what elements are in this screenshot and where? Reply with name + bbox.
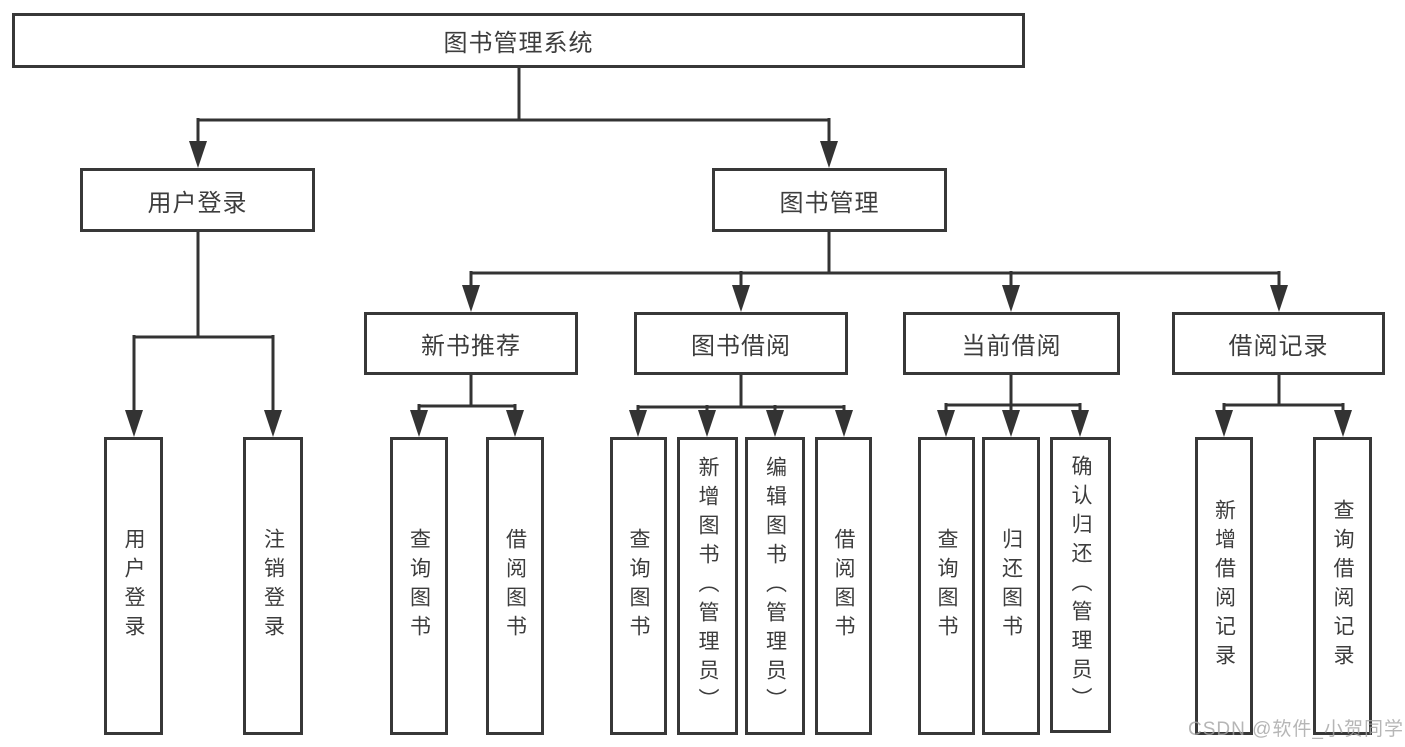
node-current-borrow-label: 当前借阅 xyxy=(961,333,1062,360)
node-leaf-query-books-current: 查询图书 xyxy=(918,437,975,735)
node-new-book-recommend-label: 新书推荐 xyxy=(421,333,521,360)
node-leaf-confirm-return-admin: 确认归还（管理员） xyxy=(1050,437,1111,733)
node-leaf-return-books: 归还图书 xyxy=(982,437,1040,735)
leaf-label: 查询图书 xyxy=(627,528,650,644)
leaf-label: 借阅图书 xyxy=(503,528,527,644)
node-book-borrow-label: 图书借阅 xyxy=(691,333,791,360)
node-current-borrow: 当前借阅 xyxy=(903,312,1120,375)
leaf-label: 借阅图书 xyxy=(832,528,855,644)
node-book-borrow: 图书借阅 xyxy=(634,312,848,375)
node-leaf-borrow-books-borrow: 借阅图书 xyxy=(815,437,872,735)
node-borrow-record-label: 借阅记录 xyxy=(1228,333,1329,360)
watermark: CSDN @软件_小贺同学 xyxy=(1188,719,1404,740)
node-leaf-borrow-books-recommend: 借阅图书 xyxy=(486,437,544,735)
node-root: 图书管理系统 xyxy=(12,13,1025,68)
node-book-management-label: 图书管理 xyxy=(779,189,880,217)
leaf-label: 查询借阅记录 xyxy=(1331,499,1354,673)
node-leaf-user-login: 用户登录 xyxy=(104,437,163,735)
node-leaf-query-books-recommend: 查询图书 xyxy=(390,437,448,735)
node-new-book-recommend: 新书推荐 xyxy=(364,312,578,375)
arrowheads xyxy=(125,141,1352,437)
leaf-label: 确认归还（管理员） xyxy=(1069,454,1092,716)
leaf-label: 查询图书 xyxy=(407,528,431,644)
leaf-label: 编辑图书（管理员） xyxy=(763,455,787,717)
node-user-login-label: 用户登录 xyxy=(147,189,248,217)
node-leaf-add-books-admin: 新增图书（管理员） xyxy=(677,437,738,735)
leaf-label: 注销登录 xyxy=(261,528,285,644)
node-leaf-add-borrow-record: 新增借阅记录 xyxy=(1195,437,1253,735)
leaf-label: 新增图书（管理员） xyxy=(696,455,719,717)
leaf-label: 归还图书 xyxy=(999,528,1023,644)
node-book-management: 图书管理 xyxy=(712,168,947,232)
node-user-login: 用户登录 xyxy=(80,168,315,232)
node-leaf-query-borrow-record: 查询借阅记录 xyxy=(1313,437,1372,735)
node-leaf-edit-books-admin: 编辑图书（管理员） xyxy=(745,437,805,735)
leaf-label: 查询图书 xyxy=(935,528,958,644)
leaf-label: 用户登录 xyxy=(122,528,145,644)
node-borrow-record: 借阅记录 xyxy=(1172,312,1385,375)
node-leaf-query-books-borrow: 查询图书 xyxy=(610,437,667,735)
leaf-label: 新增借阅记录 xyxy=(1212,499,1236,673)
node-leaf-logout: 注销登录 xyxy=(243,437,303,735)
node-root-label: 图书管理系统 xyxy=(443,30,594,57)
